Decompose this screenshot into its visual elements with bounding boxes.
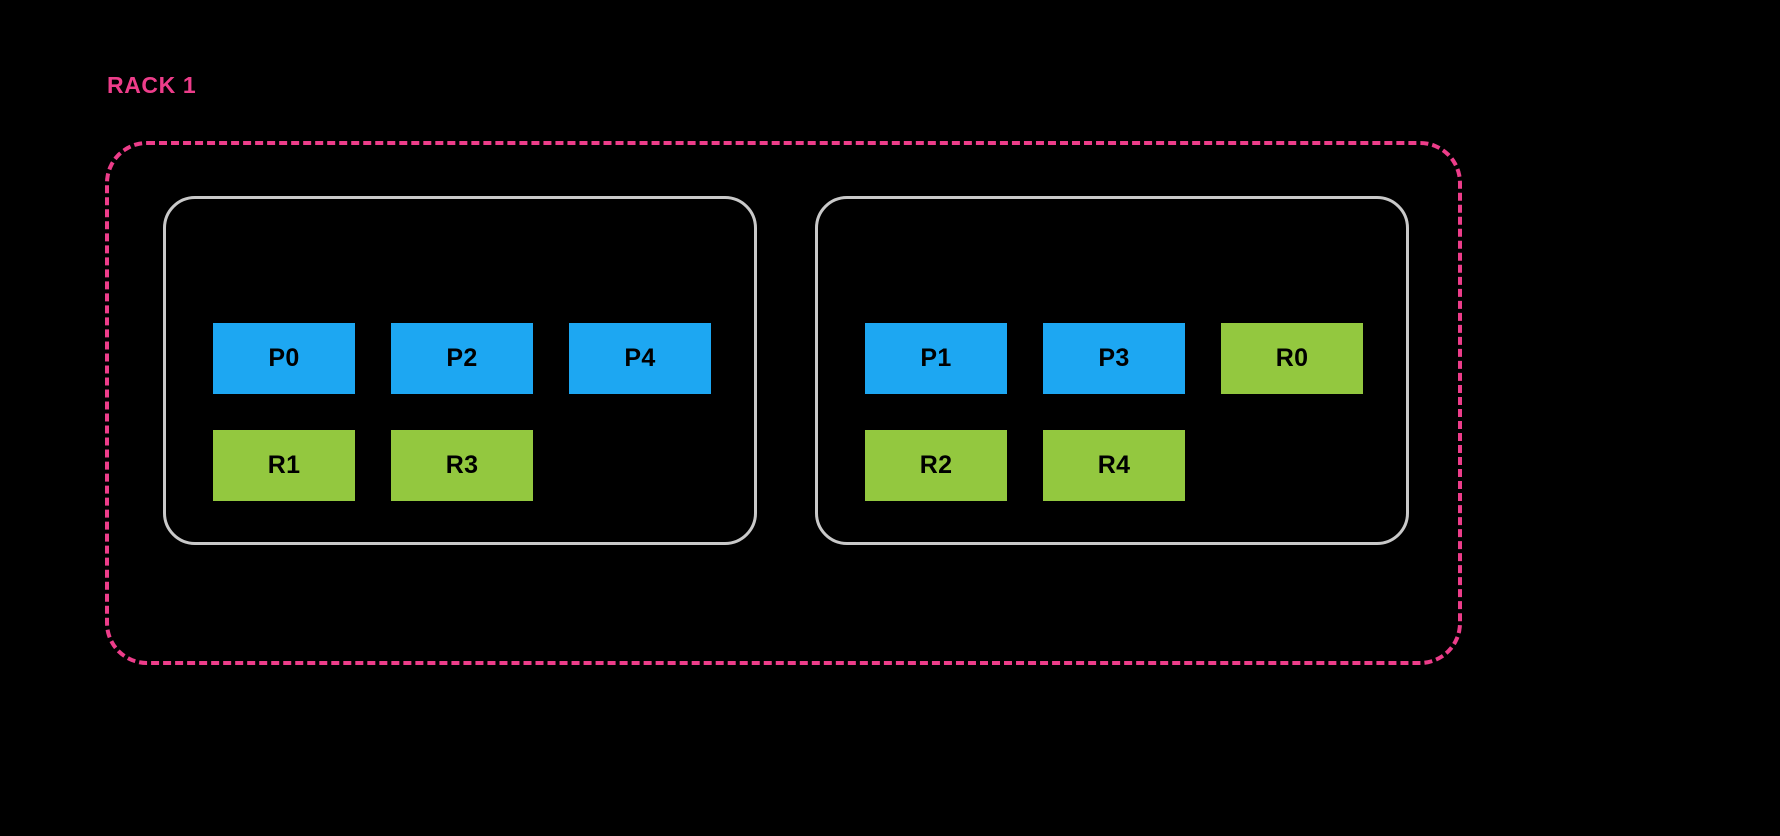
chip-r0[interactable]: R0 bbox=[1221, 323, 1363, 394]
chip-row-right-bottom: R2 R4 bbox=[865, 430, 1185, 501]
chip-r3[interactable]: R3 bbox=[391, 430, 533, 501]
chip-p4[interactable]: P4 bbox=[569, 323, 711, 394]
chip-row-left-bottom: R1 R3 bbox=[213, 430, 533, 501]
chip-row-left-top: P0 P2 P4 bbox=[213, 323, 711, 394]
node-group-left: P0 P2 P4 R1 R3 bbox=[163, 196, 757, 545]
chip-p2[interactable]: P2 bbox=[391, 323, 533, 394]
chip-r2[interactable]: R2 bbox=[865, 430, 1007, 501]
chip-p0[interactable]: P0 bbox=[213, 323, 355, 394]
chip-p3[interactable]: P3 bbox=[1043, 323, 1185, 394]
chip-p1[interactable]: P1 bbox=[865, 323, 1007, 394]
chip-r4[interactable]: R4 bbox=[1043, 430, 1185, 501]
node-group-right: P1 P3 R0 R2 R4 bbox=[815, 196, 1409, 545]
chip-row-right-top: P1 P3 R0 bbox=[865, 323, 1363, 394]
rack-title-label: RACK 1 bbox=[107, 72, 197, 98]
rack-boundary bbox=[105, 141, 1462, 665]
chip-r1[interactable]: R1 bbox=[213, 430, 355, 501]
